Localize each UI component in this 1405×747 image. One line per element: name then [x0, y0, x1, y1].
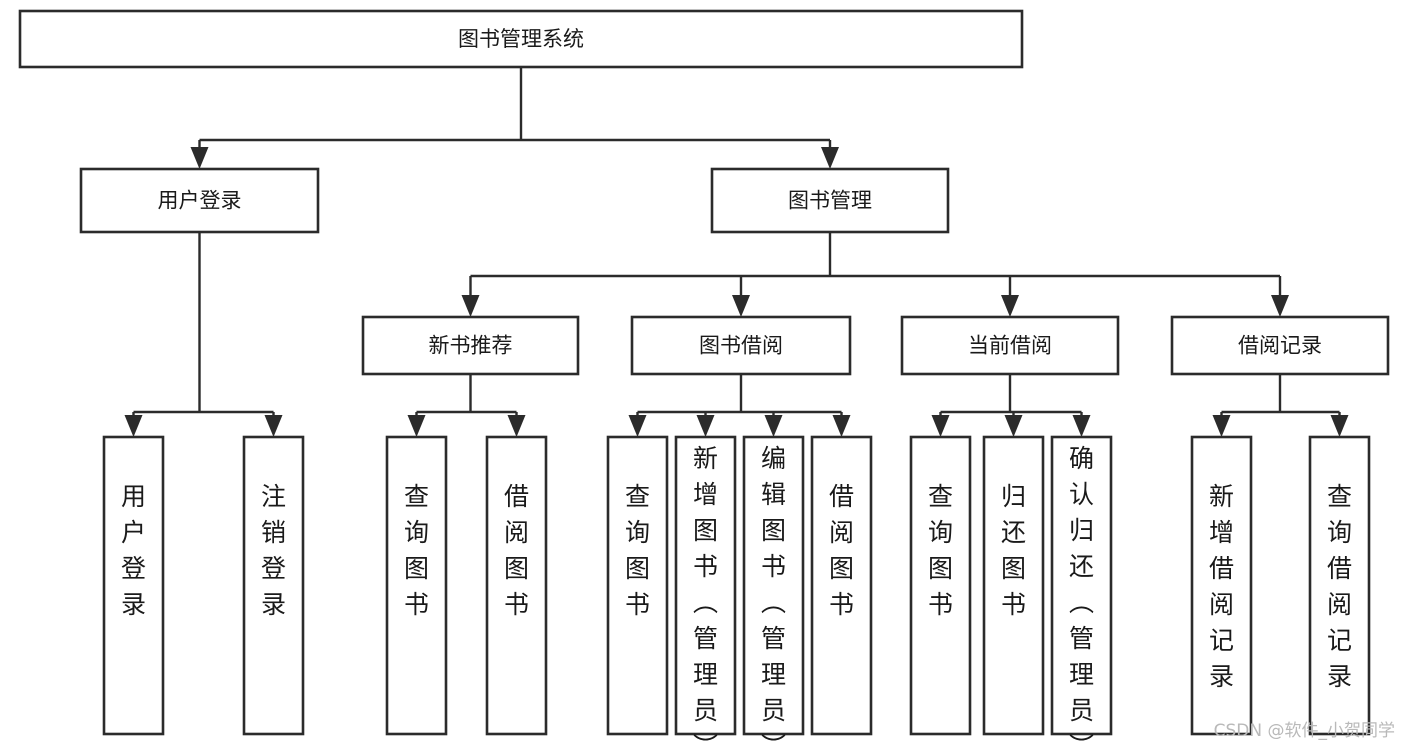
- node-leaf-user-login[interactable]: 用户登录: [102, 435, 165, 736]
- node-new-book-recommend[interactable]: 新书推荐: [361, 315, 580, 376]
- node-book-management[interactable]: 图书管理: [710, 167, 950, 234]
- arrow-to-user-login: [190, 147, 209, 169]
- node-label-leaf-borrow-book: 借阅图书: [829, 482, 854, 619]
- node-box-book-management: [710, 167, 950, 234]
- arrow-to-leaf-query-book-rec: [407, 415, 426, 437]
- node-leaf-add-borrow-record[interactable]: 新增借阅记录: [1190, 435, 1253, 736]
- node-box-borrow-record: [1170, 315, 1390, 376]
- node-box-leaf-query-book-borrow: [606, 435, 669, 736]
- node-box-leaf-query-borrow-record: [1308, 435, 1371, 736]
- arrow-to-leaf-return-book: [1004, 415, 1023, 437]
- node-box-leaf-add-borrow-record: [1190, 435, 1253, 736]
- arrow-to-leaf-add-book-admin: [696, 415, 715, 437]
- node-leaf-add-book-admin[interactable]: 新增图书︵管理员︶: [674, 435, 737, 747]
- node-label-leaf-user-login: 用户登录: [121, 482, 146, 619]
- arrow-to-leaf-edit-book-admin: [764, 415, 783, 437]
- node-leaf-logout-login[interactable]: 注销登录: [242, 435, 305, 736]
- arrow-to-current-borrow: [1001, 295, 1019, 317]
- node-label-user-login: 用户登录: [158, 189, 242, 213]
- node-leaf-query-book-current[interactable]: 查询图书: [909, 435, 972, 736]
- arrow-to-new-book-recommend: [461, 295, 480, 317]
- node-label-root: 图书管理系统: [458, 27, 584, 51]
- arrow-to-leaf-user-login: [124, 415, 143, 437]
- node-label-leaf-query-book-borrow: 查询图书: [625, 482, 650, 619]
- node-label-leaf-add-borrow-record: 新增借阅记录: [1209, 482, 1234, 691]
- arrow-to-leaf-confirm-return-admin: [1072, 415, 1091, 437]
- arrow-to-book-borrow: [732, 295, 750, 317]
- node-box-new-book-recommend: [361, 315, 580, 376]
- arrow-to-leaf-add-borrow-record: [1212, 415, 1231, 437]
- node-layer: 图书管理系统用户登录图书管理新书推荐图书借阅当前借阅借阅记录用户登录注销登录查询…: [18, 9, 1390, 747]
- node-box-leaf-logout-login: [242, 435, 305, 736]
- node-label-leaf-edit-book-admin: 编辑图书︵管理员︶: [761, 444, 786, 747]
- node-box-current-borrow: [900, 315, 1120, 376]
- node-label-leaf-query-book-rec: 查询图书: [404, 482, 429, 619]
- node-box-leaf-edit-book-admin: [742, 435, 805, 736]
- connector-layer: [124, 67, 1349, 437]
- node-current-borrow[interactable]: 当前借阅: [900, 315, 1120, 376]
- node-box-book-borrow: [630, 315, 852, 376]
- arrow-to-leaf-borrow-book: [832, 415, 851, 437]
- node-leaf-borrow-book[interactable]: 借阅图书: [810, 435, 873, 736]
- arrow-to-borrow-record: [1271, 295, 1289, 317]
- node-leaf-confirm-return-admin[interactable]: 确认归还︵管理员︶: [1050, 435, 1113, 747]
- node-label-leaf-confirm-return-admin: 确认归还︵管理员︶: [1069, 444, 1094, 747]
- node-box-leaf-borrow-book: [810, 435, 873, 736]
- node-leaf-edit-book-admin[interactable]: 编辑图书︵管理员︶: [742, 435, 805, 747]
- node-borrow-record[interactable]: 借阅记录: [1170, 315, 1390, 376]
- node-leaf-borrow-book-rec[interactable]: 借阅图书: [485, 435, 548, 736]
- node-leaf-query-book-rec[interactable]: 查询图书: [385, 435, 448, 736]
- node-box-user-login: [79, 167, 320, 234]
- arrow-to-leaf-logout-login: [264, 415, 283, 437]
- arrow-to-leaf-query-book-current: [931, 415, 950, 437]
- node-label-book-borrow: 图书借阅: [699, 334, 783, 358]
- node-box-leaf-query-book-current: [909, 435, 972, 736]
- node-leaf-query-borrow-record[interactable]: 查询借阅记录: [1308, 435, 1371, 736]
- node-leaf-return-book[interactable]: 归还图书: [982, 435, 1045, 736]
- node-root[interactable]: 图书管理系统: [18, 9, 1024, 69]
- node-label-leaf-query-book-current: 查询图书: [928, 482, 953, 619]
- arrow-to-leaf-query-book-borrow: [628, 415, 647, 437]
- node-label-new-book-recommend: 新书推荐: [429, 334, 513, 358]
- node-box-leaf-return-book: [982, 435, 1045, 736]
- node-leaf-query-book-borrow[interactable]: 查询图书: [606, 435, 669, 736]
- arrow-to-leaf-query-borrow-record: [1330, 415, 1349, 437]
- node-label-leaf-logout-login: 注销登录: [261, 482, 286, 619]
- node-book-borrow[interactable]: 图书借阅: [630, 315, 852, 376]
- node-box-leaf-add-book-admin: [674, 435, 737, 736]
- node-box-leaf-confirm-return-admin: [1050, 435, 1113, 736]
- node-box-leaf-borrow-book-rec: [485, 435, 548, 736]
- arrow-to-book-management: [821, 147, 839, 169]
- node-label-leaf-borrow-book-rec: 借阅图书: [504, 482, 529, 619]
- node-label-borrow-record: 借阅记录: [1238, 334, 1322, 358]
- node-box-leaf-query-book-rec: [385, 435, 448, 736]
- arrow-to-leaf-borrow-book-rec: [507, 415, 526, 437]
- node-label-leaf-query-borrow-record: 查询借阅记录: [1327, 482, 1352, 691]
- node-label-leaf-add-book-admin: 新增图书︵管理员︶: [693, 444, 718, 747]
- node-label-current-borrow: 当前借阅: [968, 334, 1052, 358]
- node-user-login[interactable]: 用户登录: [79, 167, 320, 234]
- node-label-book-management: 图书管理: [788, 189, 872, 213]
- node-box-root: [18, 9, 1024, 69]
- node-box-leaf-user-login: [102, 435, 165, 736]
- node-label-leaf-return-book: 归还图书: [1001, 482, 1026, 619]
